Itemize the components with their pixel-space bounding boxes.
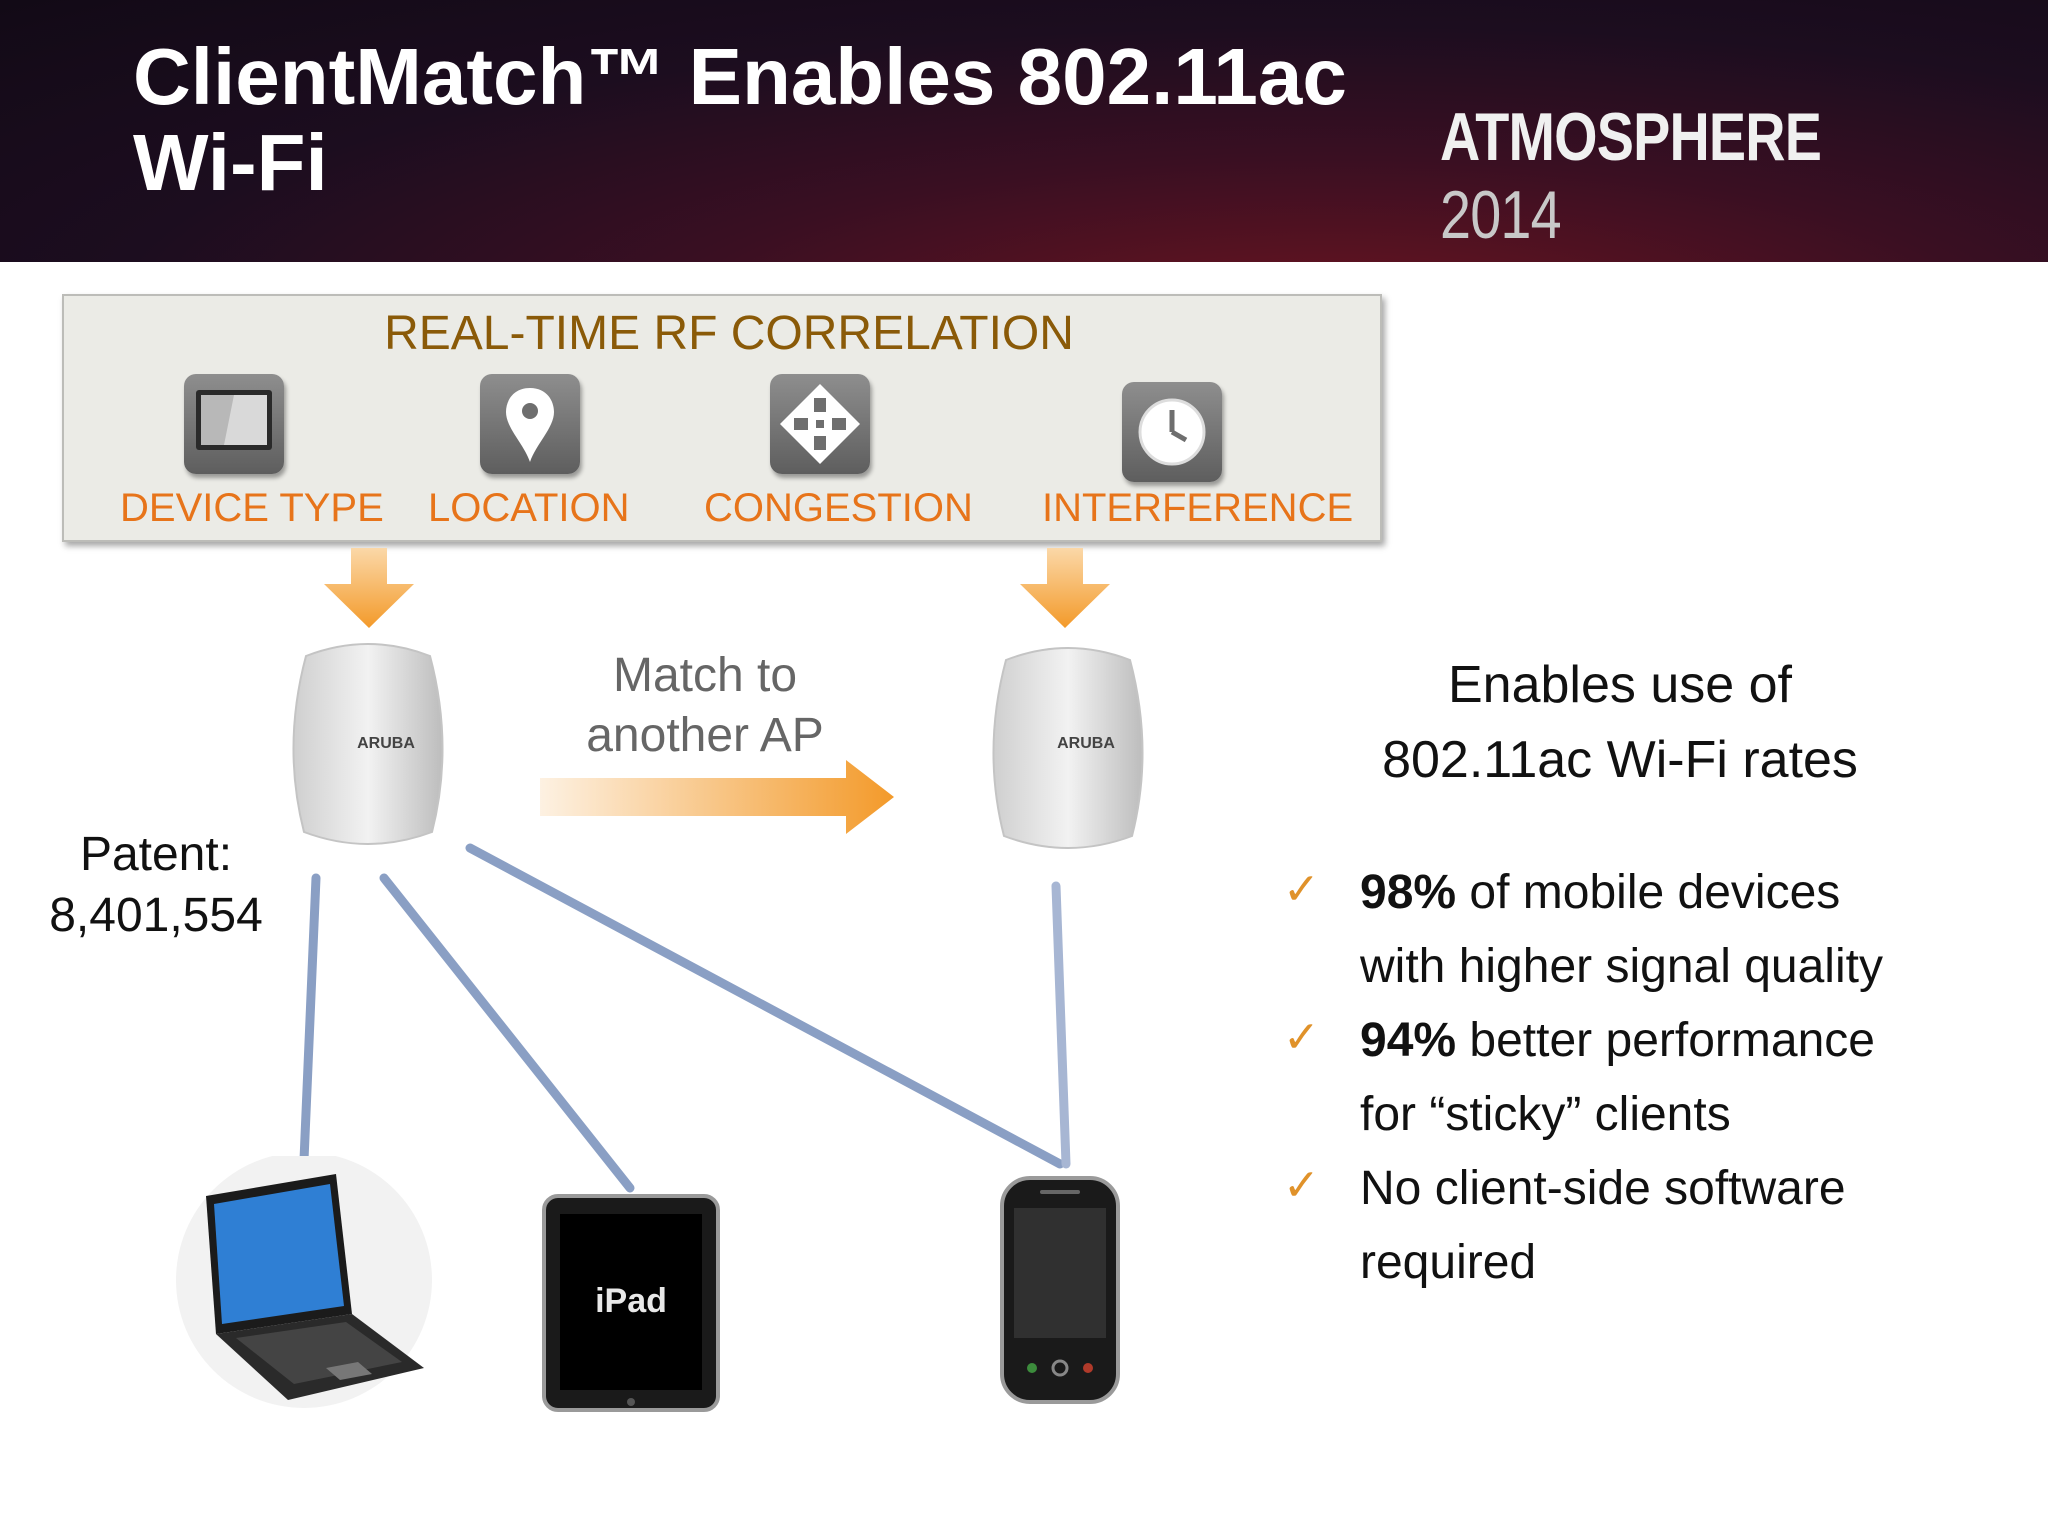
ipad-label: iPad: [595, 1282, 667, 1320]
slide-title: ClientMatch™ Enables 802.11ac Wi-Fi: [133, 34, 1433, 206]
tablet-icon: [184, 374, 284, 474]
benefit-2-stat: 94%: [1360, 1014, 1457, 1067]
down-arrow-right: [1020, 548, 1110, 628]
rf-correlation-panel: REAL-TIME RF CORRELATION DEV: [62, 294, 1382, 542]
ap-brand-label: ARUBA: [357, 735, 415, 752]
benefit-1-line-1: 98% of mobile devices: [1360, 856, 1840, 930]
access-point-icon: ARUBA: [292, 643, 444, 845]
ap-brand-label: ARUBA: [1057, 735, 1115, 752]
benefit-3-line-2: required: [1360, 1236, 1537, 1289]
benefits-heading-line-2: 802.11ac Wi-Fi rates: [1382, 731, 1858, 789]
patent-label: Patent:: [79, 828, 233, 881]
benefit-2-line-2: for “sticky” clients: [1360, 1088, 1731, 1141]
link-ap2-phone: [1051, 881, 1071, 1169]
benefits-heading: Enables use of 802.11ac Wi-Fi rates: [1320, 648, 1920, 798]
benefits-heading-line-1: Enables use of: [1447, 656, 1793, 714]
benefit-2-line-1: 94% better performance: [1360, 1004, 1875, 1078]
link-ap1-laptop: [299, 873, 321, 1165]
smartphone-icon: [1000, 1176, 1120, 1404]
patent-number: 8,401,554: [49, 889, 263, 942]
atmosphere-logo: ATMOSPHERE 2014: [1440, 98, 1939, 254]
link-ap1-phone: [465, 843, 1065, 1169]
access-point-icon: ARUBA: [992, 647, 1144, 849]
rf-correlation-title: REAL-TIME RF CORRELATION: [384, 307, 1074, 360]
match-line-2: another AP: [586, 709, 824, 762]
logo-word: ATMOSPHERE: [1440, 99, 1822, 175]
laptop-icon: [176, 1156, 432, 1408]
label-interference: INTERFERENCE: [1042, 486, 1354, 530]
location-pin-icon: [480, 374, 580, 474]
checkmark-icon: ✓: [1283, 865, 1320, 914]
match-line-1: Match to: [612, 649, 798, 702]
label-location: LOCATION: [428, 486, 630, 530]
ipad-icon: iPad: [542, 1194, 720, 1412]
logo-year: 2014: [1440, 177, 1562, 253]
label-congestion: CONGESTION: [704, 486, 973, 530]
slide-header: [0, 0, 2048, 262]
checkmark-icon: ✓: [1283, 1013, 1320, 1062]
clock-icon: [1122, 382, 1222, 482]
link-ap1-ipad: [379, 873, 635, 1193]
match-caption: Match to another AP: [540, 646, 870, 766]
benefit-1-stat: 98%: [1360, 866, 1457, 919]
benefit-2-text: better performance: [1456, 1014, 1875, 1067]
match-arrow: [540, 760, 894, 834]
congestion-icon: [770, 374, 870, 474]
down-arrow-left: [324, 548, 414, 628]
benefit-1-line-2: with higher signal quality: [1360, 940, 1883, 993]
benefit-3-line-1: No client-side software: [1360, 1162, 1846, 1215]
benefit-1-text: of mobile devices: [1456, 866, 1841, 919]
label-device-type: DEVICE TYPE: [120, 486, 384, 530]
patent-text: Patent: 8,401,554: [28, 824, 284, 946]
title-line-1: ClientMatch™ Enables 802.11ac: [133, 32, 1347, 121]
title-line-2: Wi-Fi: [133, 118, 328, 207]
checkmark-icon: ✓: [1283, 1161, 1320, 1210]
